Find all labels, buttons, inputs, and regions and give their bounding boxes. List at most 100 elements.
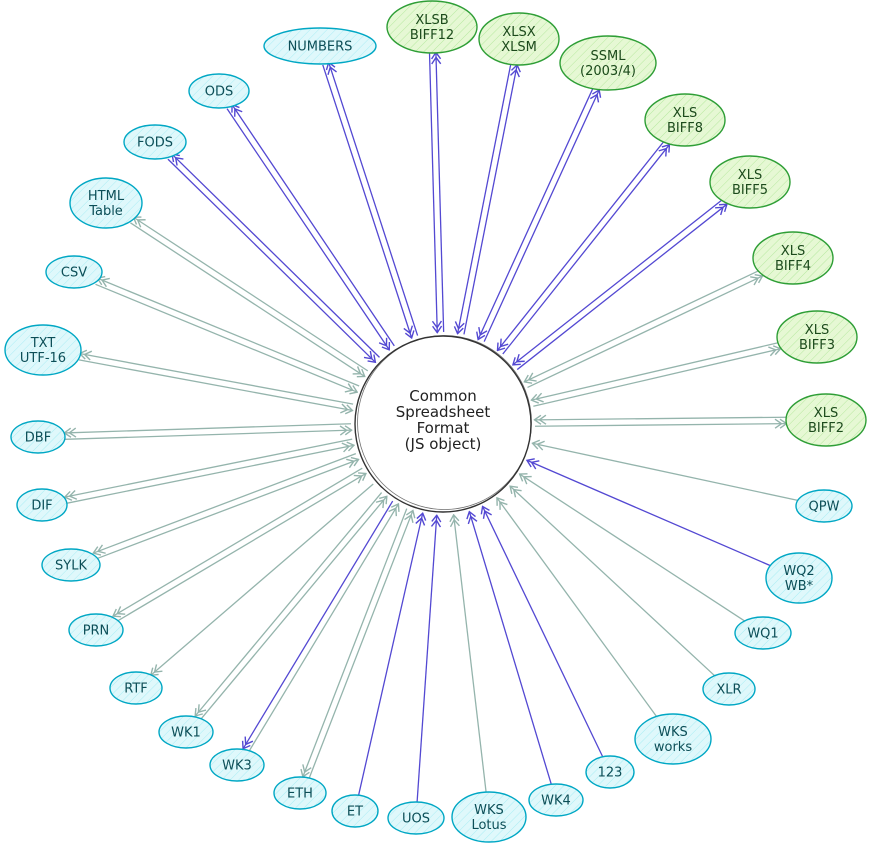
edge-xlr-read	[510, 487, 716, 677]
edge-qpw-read	[533, 443, 798, 501]
format-node-label: WK4	[541, 794, 571, 809]
format-node-shape	[263, 27, 377, 65]
format-node-123: 123	[585, 755, 635, 789]
edge-txt-utf16-write	[80, 354, 354, 405]
format-node-wq1: WQ1	[734, 616, 792, 650]
format-node-label: WK1	[171, 726, 201, 741]
edge-ods-write	[232, 105, 395, 347]
format-node-fods: FODS	[123, 124, 187, 160]
format-node-shape	[585, 755, 635, 789]
edge-fods-read	[167, 158, 375, 362]
format-node-label: XLSX	[502, 25, 535, 40]
edge-xls-biff5-write	[516, 205, 726, 371]
format-node-shape	[387, 801, 445, 835]
edge-wk4-read	[469, 512, 552, 785]
edge-123-read	[483, 507, 604, 758]
format-node-shape	[158, 715, 214, 749]
format-node-label: DIF	[31, 499, 52, 514]
format-node-csv: CSV	[45, 255, 103, 289]
edge-wks-works-read	[497, 498, 658, 717]
format-node-label: SSML	[591, 49, 627, 64]
center-node-label: Spreadsheet	[396, 403, 491, 421]
format-node-label: SYLK	[55, 559, 87, 574]
center-node-label: Common	[409, 387, 477, 405]
format-node-shape	[16, 488, 68, 522]
format-node-label: 123	[598, 766, 623, 781]
center-node-label: Format	[417, 419, 470, 437]
edge-xls-biff8-write	[502, 145, 669, 355]
edge-rtf-write	[151, 483, 374, 675]
format-node-label: Lotus	[471, 818, 506, 833]
format-node-shape	[69, 177, 143, 229]
format-node-shape	[209, 748, 265, 782]
format-node-label: PRN	[83, 624, 110, 639]
edge-wk1-write	[196, 492, 383, 716]
format-node-label: WQ1	[747, 627, 778, 642]
format-node-shape	[4, 324, 82, 376]
format-node-shape	[45, 255, 103, 289]
edge-html-table-read	[130, 222, 364, 376]
format-node-shape	[273, 776, 327, 810]
format-node-label: XLS	[805, 323, 829, 338]
format-node-dif: DIF	[16, 488, 68, 522]
format-node-label: HTML	[88, 189, 125, 204]
format-node-shape	[634, 713, 712, 765]
edge-wks-lotus-read	[454, 515, 487, 793]
format-node-shape	[386, 0, 478, 54]
edge-uos-read	[416, 516, 437, 803]
format-node-qpw: QPW	[795, 489, 853, 523]
format-node-shape	[734, 616, 792, 650]
format-node-label: WQ2	[783, 564, 814, 579]
edge-wk3-write	[243, 500, 394, 748]
format-node-label: WKS	[474, 803, 504, 818]
format-node-shape	[109, 671, 163, 705]
format-node-shape	[188, 73, 250, 109]
format-node-label: (2003/4)	[580, 64, 636, 79]
format-node-label: XLSM	[501, 40, 537, 55]
format-node-shape	[795, 489, 853, 523]
format-node-shape	[776, 310, 858, 364]
format-node-label: BIFF2	[808, 421, 844, 436]
edge-wk3-read	[248, 504, 398, 752]
edge-xls-biff4-write	[527, 276, 762, 389]
format-node-xlr: XLR	[702, 672, 756, 706]
format-node-label: WKS	[658, 725, 688, 740]
format-node-rtf: RTF	[109, 671, 163, 705]
format-node-uos: UOS	[387, 801, 445, 835]
format-node-label: CSV	[61, 266, 87, 281]
format-node-shape	[10, 420, 66, 454]
format-node-label: XLS	[781, 244, 805, 259]
edge-ods-read	[226, 108, 389, 350]
edge-xls-biff8-read	[498, 140, 665, 350]
format-node-prn: PRN	[68, 613, 124, 647]
edge-xls-biff5-read	[513, 199, 723, 365]
format-node-label: XLSB	[415, 13, 448, 28]
format-node-label: ETH	[287, 787, 313, 802]
edge-wq1-read	[520, 474, 745, 622]
edge-xls-biff3-read	[532, 342, 779, 400]
format-node-shape	[528, 783, 584, 817]
format-node-eth: ETH	[273, 776, 327, 810]
format-node-shape	[765, 552, 833, 604]
format-node-ssml: SSML(2003/4)	[559, 35, 657, 91]
format-node-shape	[451, 791, 527, 843]
edge-ssml-read	[478, 87, 594, 339]
format-node-label: DBF	[25, 431, 51, 446]
edge-prn-write	[113, 467, 363, 616]
format-node-label: XLS	[738, 168, 762, 183]
edge-numbers-read	[322, 64, 412, 338]
edge-fods-write	[172, 155, 380, 358]
format-node-label: Table	[88, 204, 123, 219]
edge-txt-utf16-read	[78, 359, 352, 410]
format-node-label: ET	[347, 805, 363, 820]
